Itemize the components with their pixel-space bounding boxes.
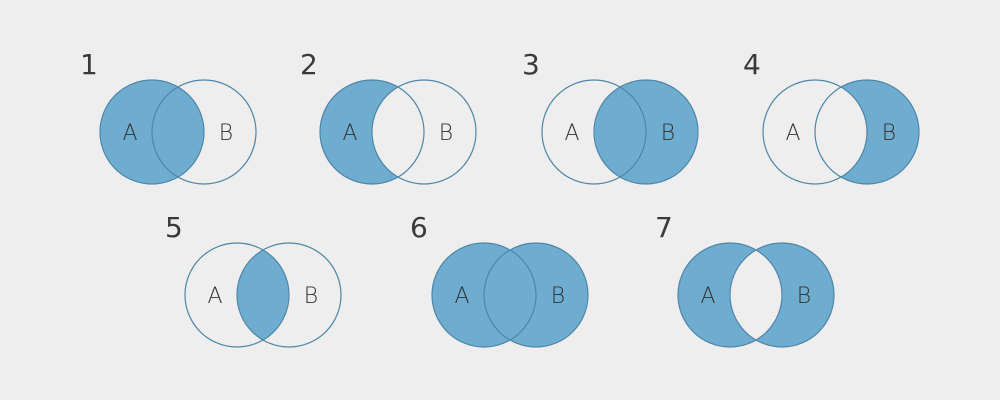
venn-diagram-1: A B 1 <box>80 48 257 185</box>
set-a-label: A <box>700 284 715 309</box>
circle-b-outline <box>371 79 477 185</box>
circle-b-outline <box>483 242 589 348</box>
diagram-number: 2 <box>300 48 318 81</box>
circle-a-outline <box>677 242 783 348</box>
diagram-number: 7 <box>655 211 673 244</box>
diagram-number: 3 <box>522 48 540 81</box>
circle-a-outline <box>184 242 290 348</box>
venn-diagram-6: A B 6 <box>410 211 589 348</box>
set-b-label: B <box>439 121 453 146</box>
set-a-label: A <box>564 121 579 146</box>
set-a-label: A <box>122 121 137 146</box>
set-b-label: B <box>219 121 233 146</box>
set-b-label: B <box>661 121 675 146</box>
set-b-label: B <box>797 284 811 309</box>
venn-diagram-4: A B 4 <box>743 48 920 185</box>
set-a-label: A <box>785 121 800 146</box>
diagram-number: 5 <box>165 211 183 244</box>
circle-b-outline <box>593 79 699 185</box>
circle-b-outline <box>151 79 257 185</box>
shaded-region-intersection <box>594 86 646 178</box>
circle-a-outline <box>319 79 425 185</box>
circle-b-outline <box>729 242 835 348</box>
venn-diagram-5: A B 5 <box>165 211 342 348</box>
set-b-label: B <box>551 284 565 309</box>
circle-a-outline <box>762 79 868 185</box>
circle-b-outline <box>236 242 342 348</box>
set-a-label: A <box>342 121 357 146</box>
circle-a-outline <box>99 79 205 185</box>
shaded-region-intersection <box>237 249 289 341</box>
diagram-number: 4 <box>743 48 761 81</box>
venn-diagram-2: A B 2 <box>300 48 477 185</box>
diagram-number: 1 <box>80 48 98 81</box>
set-a-label: A <box>454 284 469 309</box>
circle-a-outline <box>431 242 537 348</box>
set-b-label: B <box>882 121 896 146</box>
venn-diagram-3: A B 3 <box>522 48 699 185</box>
set-b-label: B <box>304 284 318 309</box>
set-a-label: A <box>207 284 222 309</box>
circle-a-outline <box>541 79 647 185</box>
diagram-number: 6 <box>410 211 428 244</box>
shaded-region-intersection <box>484 249 536 341</box>
shaded-region-intersection <box>152 86 204 178</box>
circle-b-outline <box>814 79 920 185</box>
venn-diagram-7: A B 7 <box>655 211 835 348</box>
